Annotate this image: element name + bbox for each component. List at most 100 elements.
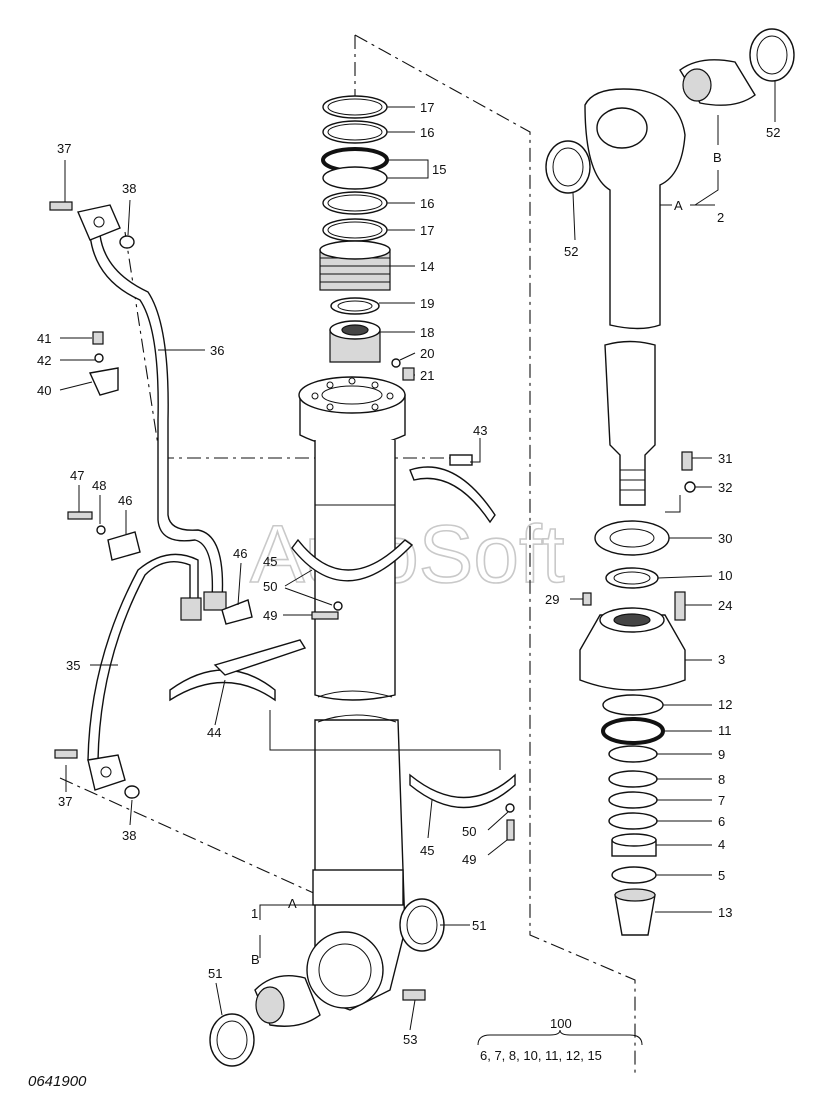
pipe-36 xyxy=(77,204,227,611)
label-42: 42 xyxy=(37,353,51,368)
label-7: 7 xyxy=(718,793,725,808)
label-45: 45 xyxy=(420,843,434,858)
label-48: 48 xyxy=(92,478,106,493)
label-53: 53 xyxy=(403,1032,417,1047)
bolt-31 xyxy=(681,451,693,471)
label-31: 31 xyxy=(718,451,732,466)
o-ring-38-bottom xyxy=(124,785,140,799)
label-8: 8 xyxy=(718,772,725,787)
label-36: 36 xyxy=(210,343,224,358)
cushion-13 xyxy=(614,888,656,936)
clamp-46-right xyxy=(221,599,253,625)
label-14: 14 xyxy=(420,259,434,274)
label-43: 43 xyxy=(473,423,487,438)
ring-12 xyxy=(602,694,664,716)
label-B: B xyxy=(713,150,722,165)
seal-15 xyxy=(321,147,389,190)
label-29: 29 xyxy=(545,592,559,607)
label-4: 4 xyxy=(718,837,725,852)
label-50: 50 xyxy=(263,579,277,594)
seal-ring-16-bottom xyxy=(322,191,388,215)
bushing-B-bottom xyxy=(254,975,321,1027)
bolt-37-top xyxy=(49,201,73,211)
callout-labels: 17 16 15 16 17 14 19 18 20 21 37 38 36 4… xyxy=(37,100,780,1047)
label-38: 38 xyxy=(122,181,136,196)
label-49: 49 xyxy=(263,608,277,623)
label-13: 13 xyxy=(718,905,732,920)
label-24: 24 xyxy=(718,598,732,613)
seal-52-left xyxy=(545,140,591,194)
seal-52-top xyxy=(749,28,795,82)
bolt-41 xyxy=(92,331,104,345)
cylinder-tube-upper xyxy=(298,376,406,701)
bolt-24 xyxy=(674,591,686,621)
washer-42 xyxy=(94,353,104,363)
o-ring-38-top xyxy=(119,235,135,249)
bolt-49-upper xyxy=(311,601,343,620)
seal-8 xyxy=(608,770,658,788)
clamp-43 xyxy=(409,454,496,524)
label-37: 37 xyxy=(57,141,71,156)
label-46: 46 xyxy=(233,546,247,561)
label-47: 47 xyxy=(70,468,84,483)
label-1: 1 xyxy=(251,906,258,921)
label-12: 12 xyxy=(718,697,732,712)
label-41: 41 xyxy=(37,331,51,346)
clamp-46-left xyxy=(107,531,141,561)
label-38: 38 xyxy=(122,828,136,843)
clamp-45-lower xyxy=(409,773,516,809)
label-10: 10 xyxy=(718,568,732,583)
label-5: 5 xyxy=(718,868,725,883)
set-screw-21 xyxy=(402,367,415,381)
grease-fitting-29 xyxy=(582,592,592,606)
seal-ring-17-bottom xyxy=(322,218,388,242)
o-ring-11 xyxy=(601,717,665,745)
leader-lines xyxy=(59,80,776,1046)
label-45: 45 xyxy=(263,554,277,569)
ring-19 xyxy=(330,297,380,315)
label-9: 9 xyxy=(718,747,725,762)
label-51: 51 xyxy=(208,966,222,981)
seal-51-bottom xyxy=(209,1013,255,1067)
washer-48 xyxy=(96,525,106,535)
label-46: 46 xyxy=(118,493,132,508)
label-18: 18 xyxy=(420,325,434,340)
ring-9 xyxy=(608,745,658,763)
piston-14 xyxy=(319,240,391,291)
label-50: 50 xyxy=(462,824,476,839)
snap-ring-5 xyxy=(611,866,657,884)
cylinder-head-3 xyxy=(579,607,686,691)
kit-contents: 6, 7, 8, 10, 11, 12, 15 xyxy=(480,1048,602,1063)
nut-18 xyxy=(329,320,381,363)
label-2: 2 xyxy=(717,210,724,225)
seal-7 xyxy=(608,791,658,809)
label-44: 44 xyxy=(207,725,221,740)
plate-30 xyxy=(594,520,670,556)
label-49: 49 xyxy=(462,852,476,867)
bolt-37-bottom xyxy=(54,749,78,759)
bolt-47 xyxy=(67,511,93,520)
washer-32 xyxy=(684,481,696,493)
seal-6 xyxy=(608,812,658,830)
drawing-code: 0641900 xyxy=(28,1073,87,1090)
kit-number: 100 xyxy=(550,1016,572,1031)
bracket-40 xyxy=(88,367,119,396)
label-19: 19 xyxy=(420,296,434,311)
label-37: 37 xyxy=(58,794,72,809)
label-15: 15 xyxy=(432,162,446,177)
grease-fitting-53 xyxy=(402,989,426,1001)
label-B: B xyxy=(251,952,260,967)
seal-10 xyxy=(605,567,659,589)
rod-2 xyxy=(584,88,686,506)
label-16: 16 xyxy=(420,125,434,140)
ball-20 xyxy=(391,358,401,368)
label-52: 52 xyxy=(564,244,578,259)
label-A: A xyxy=(288,896,297,911)
label-3: 3 xyxy=(718,652,725,667)
label-40: 40 xyxy=(37,383,51,398)
bushing-4 xyxy=(611,833,657,857)
pipe-35 xyxy=(87,553,202,791)
label-21: 21 xyxy=(420,368,434,383)
bolt-49-lower xyxy=(505,803,515,841)
